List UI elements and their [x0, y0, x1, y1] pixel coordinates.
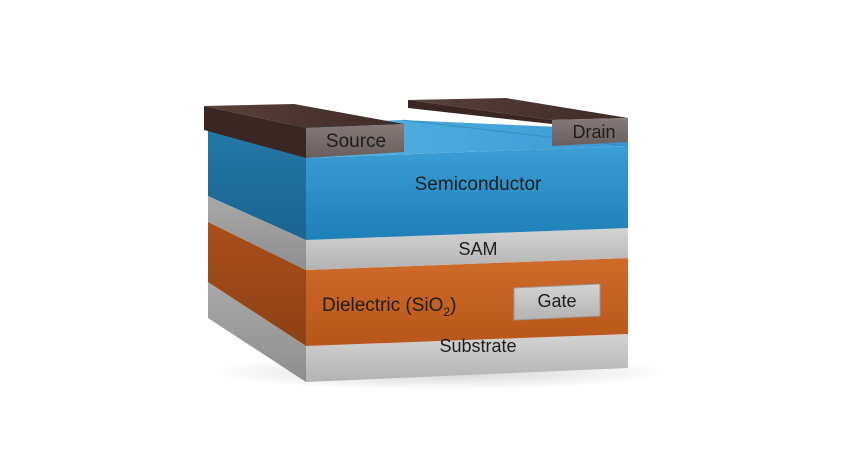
semiconductor-label: Semiconductor	[415, 174, 542, 195]
dielectric-layer	[208, 222, 628, 346]
dielectric-label-close: )	[450, 295, 456, 316]
drain-electrode	[408, 98, 628, 146]
gate-label: Gate	[537, 291, 576, 311]
source-electrode	[204, 104, 404, 158]
dielectric-label-subscript: 2	[443, 305, 450, 319]
dielectric-label-main: Dielectric (SiO	[322, 295, 443, 316]
gate-electrode	[513, 283, 601, 321]
substrate-layer	[208, 282, 628, 382]
dielectric-label: Dielectric (SiO2)	[322, 295, 456, 319]
sam-layer	[208, 196, 628, 270]
sam-label: SAM	[458, 239, 497, 259]
source-label: Source	[326, 131, 386, 152]
substrate-label: Substrate	[439, 336, 516, 356]
drain-label: Drain	[572, 122, 615, 142]
